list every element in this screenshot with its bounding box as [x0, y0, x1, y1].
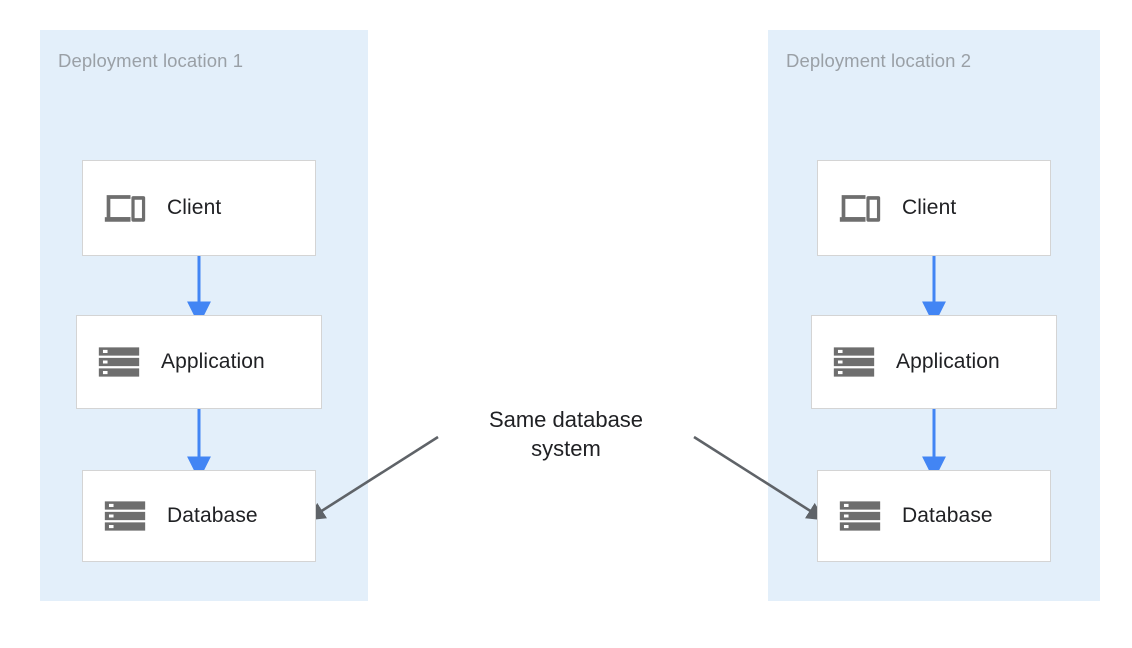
node-application-2-label: Application: [896, 350, 1000, 373]
node-database-1[interactable]: Database: [82, 470, 316, 562]
zone-1-label: Deployment location 1: [58, 50, 244, 71]
node-client-1[interactable]: Client: [82, 160, 316, 256]
devices-icon: [839, 195, 881, 222]
devices-icon: [104, 195, 146, 222]
server-icon: [833, 347, 875, 377]
server-icon: [839, 501, 881, 531]
annotation-label: Same database system: [450, 405, 682, 463]
node-database-2-label: Database: [902, 504, 993, 527]
zone-2-label: Deployment location 2: [786, 50, 972, 71]
server-icon: [104, 501, 146, 531]
node-database-2[interactable]: Database: [817, 470, 1051, 562]
node-client-2-label: Client: [902, 196, 957, 219]
annotation-line-2: system: [531, 436, 601, 461]
node-client-2[interactable]: Client: [817, 160, 1051, 256]
annotation-line-1: Same database: [488, 407, 644, 432]
node-application-1-label: Application: [161, 350, 265, 373]
node-application-2[interactable]: Application: [811, 315, 1057, 409]
server-icon: [98, 347, 140, 377]
node-database-1-label: Database: [167, 504, 258, 527]
node-client-1-label: Client: [167, 196, 222, 219]
node-application-1[interactable]: Application: [76, 315, 322, 409]
